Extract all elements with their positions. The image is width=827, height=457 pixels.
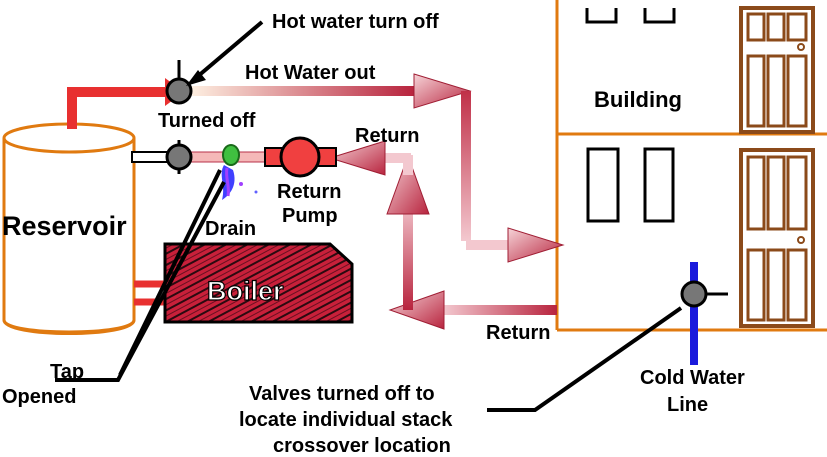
return-bottom-label: Return xyxy=(486,322,550,344)
reservoir-label: Reservoir xyxy=(2,211,127,241)
hot-water-into-building-arrow xyxy=(507,227,565,263)
hot-water-out-arrow xyxy=(413,73,472,109)
return-up-arrow xyxy=(386,154,430,215)
reservoir xyxy=(2,122,136,335)
hot-supply-riser-pipe xyxy=(67,87,167,129)
cold-water-label-line2: Line xyxy=(667,394,708,416)
building xyxy=(555,0,827,332)
return-shutoff-valve-icon xyxy=(165,143,193,171)
return-pump-icon xyxy=(279,136,321,178)
door-knob-icon xyxy=(797,236,805,244)
lower-window-left xyxy=(586,147,620,223)
pump-flange-right xyxy=(317,147,337,167)
lower-window-right xyxy=(643,147,675,223)
return-pump-label-line1: Return xyxy=(277,181,341,203)
hot-water-shutoff-valve-icon xyxy=(165,77,193,105)
lower-door xyxy=(739,148,815,328)
tap-opened-pointer-secondary xyxy=(118,169,222,376)
boiler-label: Boiler xyxy=(207,276,284,306)
return-pump-label-line2: Pump xyxy=(282,205,338,227)
cold-water-line xyxy=(680,262,728,365)
drain-valve-icon xyxy=(222,144,240,166)
return-top-arrow xyxy=(328,140,386,176)
drain-label: Drain xyxy=(205,218,256,240)
pointer-arrowhead-icon xyxy=(186,70,206,86)
valves-turned-off-pointer xyxy=(487,306,683,412)
cold-water-valve-icon xyxy=(680,280,708,308)
return-top-pipe xyxy=(375,153,411,163)
valves-label-line1: Valves turned off to xyxy=(249,383,435,405)
hot-water-out-label: Hot Water out xyxy=(245,62,376,84)
cold-water-label-line1: Cold Water xyxy=(640,367,745,389)
hot-water-down-pipe xyxy=(461,91,471,241)
hot-water-building-pipe xyxy=(466,240,510,250)
hot-water-out-pipe xyxy=(192,86,414,96)
return-corner-pipe xyxy=(403,155,413,175)
tap-opened-label-line1: Tap xyxy=(50,361,84,383)
hot-water-turn-off-label: Hot water turn off xyxy=(272,11,439,33)
turned-off-label: Turned off xyxy=(158,110,256,132)
upper-window-left xyxy=(585,8,618,24)
boiler xyxy=(163,242,354,324)
tap-opened-label-line2: Opened xyxy=(2,386,76,408)
upper-window-right xyxy=(643,8,676,24)
hot-water-turn-off-pointer xyxy=(195,20,264,79)
return-riser-pipe xyxy=(403,200,413,310)
valves-label-line3: crossover location xyxy=(273,435,451,457)
door-knob-icon xyxy=(797,43,805,51)
valves-label-line2: locate individual stack xyxy=(239,409,453,431)
drain-drop-icon xyxy=(239,182,243,186)
drain-splash-icon xyxy=(225,167,230,197)
return-bottom-arrow xyxy=(388,290,445,330)
building-label: Building xyxy=(594,87,682,112)
tap-opened-pointer xyxy=(55,181,226,382)
return-top-label: Return xyxy=(355,125,419,147)
upper-door xyxy=(739,6,815,134)
return-bottom-pipe xyxy=(443,305,557,315)
drain-drop-icon xyxy=(254,190,258,194)
